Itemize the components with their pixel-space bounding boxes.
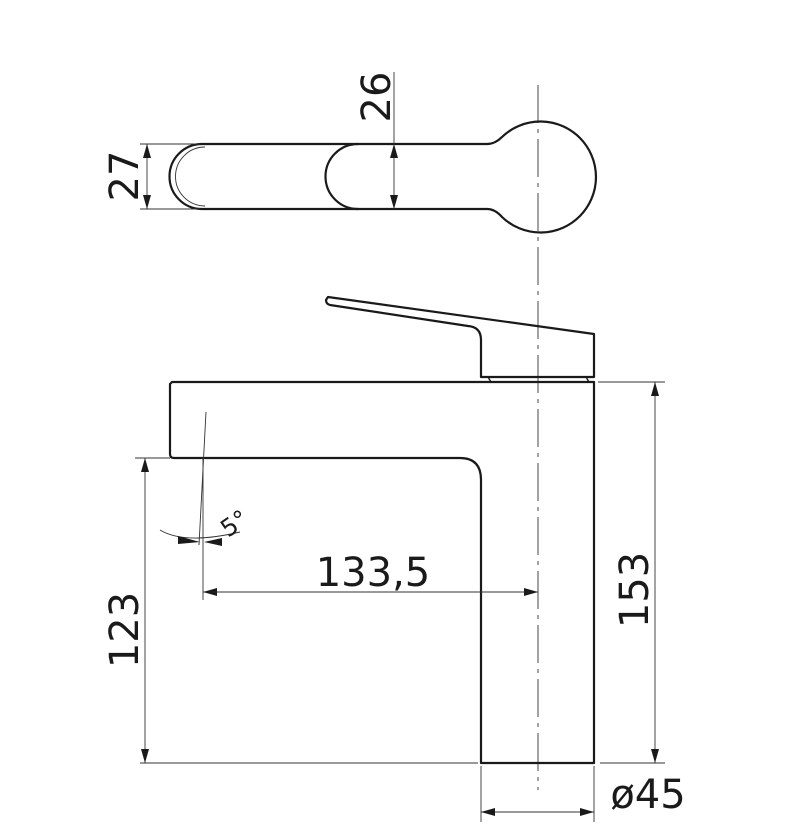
dimension-spout-reach: 133,5 — [203, 550, 538, 596]
dimension-label-d45: ø45 — [610, 772, 685, 818]
handle-top-view — [168, 120, 598, 234]
dimension-label-133-5: 133,5 — [316, 550, 431, 596]
dimension-base-diameter: ø45 — [480, 766, 686, 822]
dimension-label-5deg: 5° — [215, 504, 253, 543]
dimension-handle-neck: 26 — [354, 72, 400, 209]
dimension-handle-width: 27 — [102, 143, 200, 210]
dimension-label-123: 123 — [102, 592, 148, 668]
dimension-spout-angle: 5° — [159, 411, 254, 600]
dimension-label-26: 26 — [354, 72, 400, 123]
faucet-side-view — [168, 295, 596, 765]
dimension-spout-height: 123 — [102, 457, 478, 764]
dimension-total-height: 153 — [598, 381, 665, 764]
dimension-label-27: 27 — [102, 151, 148, 202]
dimension-label-153: 153 — [612, 552, 658, 628]
